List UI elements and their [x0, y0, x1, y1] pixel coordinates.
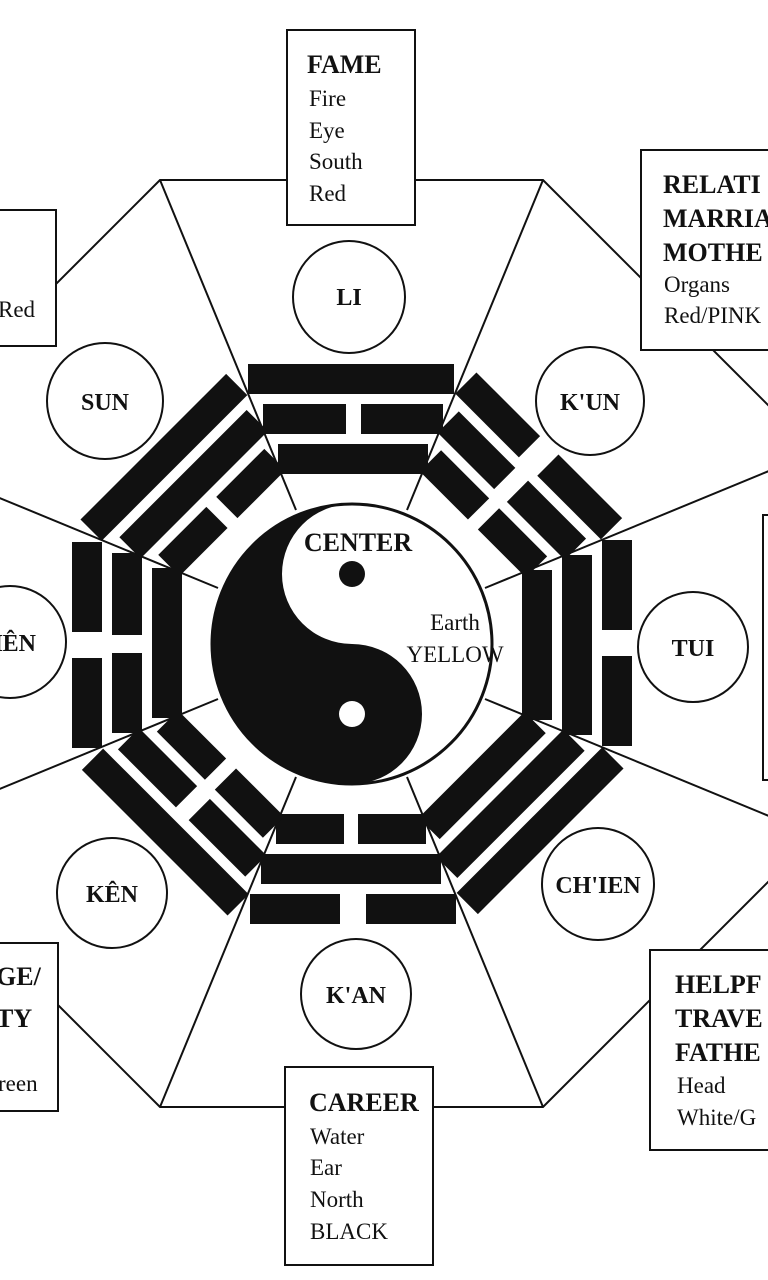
- trigram-hen-bars: [72, 542, 182, 748]
- relationships-box: RELATI MARRIA MOTHE Organs Red/PINK: [640, 149, 768, 351]
- fame-line: Red: [309, 181, 347, 206]
- helpful-title: FATHE: [675, 1038, 761, 1067]
- trigram-name-ken: KÊN: [86, 881, 139, 908]
- relationships-title: MARRIA: [663, 204, 768, 233]
- fame-line: Eye: [309, 118, 345, 143]
- yin-yang-icon: [210, 502, 494, 786]
- trigram-tui-bars: [522, 540, 632, 746]
- helpful-title: TRAVE: [675, 1004, 763, 1033]
- career-line: BLACK: [310, 1219, 388, 1244]
- helpful-box: HELPF TRAVE FATHE Head White/G: [649, 949, 768, 1151]
- fame-box: FAME Fire Eye South Red: [286, 29, 416, 226]
- career-title: CAREER: [309, 1088, 419, 1117]
- trigram-name-kan: K'AN: [326, 983, 387, 1009]
- relationships-line: Organs: [664, 272, 730, 297]
- trigram-name-kun: K'UN: [560, 390, 621, 416]
- knowledge-title: TY: [0, 1004, 32, 1033]
- career-box: CAREER Water Ear North BLACK: [284, 1066, 434, 1266]
- trigram-circle-sun: SUN: [46, 342, 164, 460]
- center-element: Earth: [430, 610, 480, 635]
- trigram-circle-ken: KÊN: [56, 837, 168, 949]
- wealth-box: Red: [0, 209, 57, 347]
- trigram-name-tui: TUI: [672, 636, 715, 662]
- relationships-line: Red/PINK: [664, 303, 762, 328]
- helpful-line: White/G: [677, 1105, 756, 1130]
- knowledge-title: GE/: [0, 962, 42, 991]
- career-line: North: [310, 1187, 364, 1212]
- trigram-circle-kun: K'UN: [535, 346, 645, 456]
- trigram-li-bars: [248, 364, 454, 474]
- trigram-circle-li: LI: [292, 240, 406, 354]
- center-color: YELLOW: [406, 642, 503, 667]
- center-label: CENTER: [304, 528, 413, 557]
- fame-line: Fire: [309, 86, 346, 111]
- trigram-sun-bars: [80, 373, 286, 577]
- fame-line: South: [309, 149, 363, 174]
- helpful-title: HELPF: [675, 970, 762, 999]
- sector-dividers: [0, 179, 768, 1108]
- trigram-name-hen: HÊN: [0, 630, 37, 657]
- trigram-name-sun: SUN: [81, 390, 130, 416]
- trigram-kan-bars: [250, 814, 456, 924]
- trigram-ken-bars: [81, 710, 285, 916]
- wealth-line: Red: [0, 297, 36, 322]
- knowledge-box: GE/ TY reen: [0, 942, 59, 1112]
- trigram-circle-chien: CH'IEN: [541, 827, 655, 941]
- trigram-name-li: LI: [336, 285, 361, 311]
- trigram-circle-hen: HÊN: [0, 585, 67, 699]
- career-line: Ear: [310, 1155, 342, 1180]
- fame-title: FAME: [307, 50, 382, 79]
- relationships-title: MOTHE: [663, 238, 763, 267]
- relationships-title: RELATI: [663, 170, 761, 199]
- career-line: Water: [310, 1124, 365, 1149]
- trigram-chien-bars: [418, 711, 624, 915]
- helpful-line: Head: [677, 1073, 726, 1098]
- right-box: [762, 514, 768, 781]
- trigram-kun-bars: [419, 372, 623, 578]
- trigram-circle-kan: K'AN: [300, 938, 412, 1050]
- knowledge-line: reen: [0, 1071, 38, 1096]
- trigram-circle-tui: TUI: [637, 591, 749, 703]
- trigram-name-chien: CH'IEN: [555, 873, 641, 899]
